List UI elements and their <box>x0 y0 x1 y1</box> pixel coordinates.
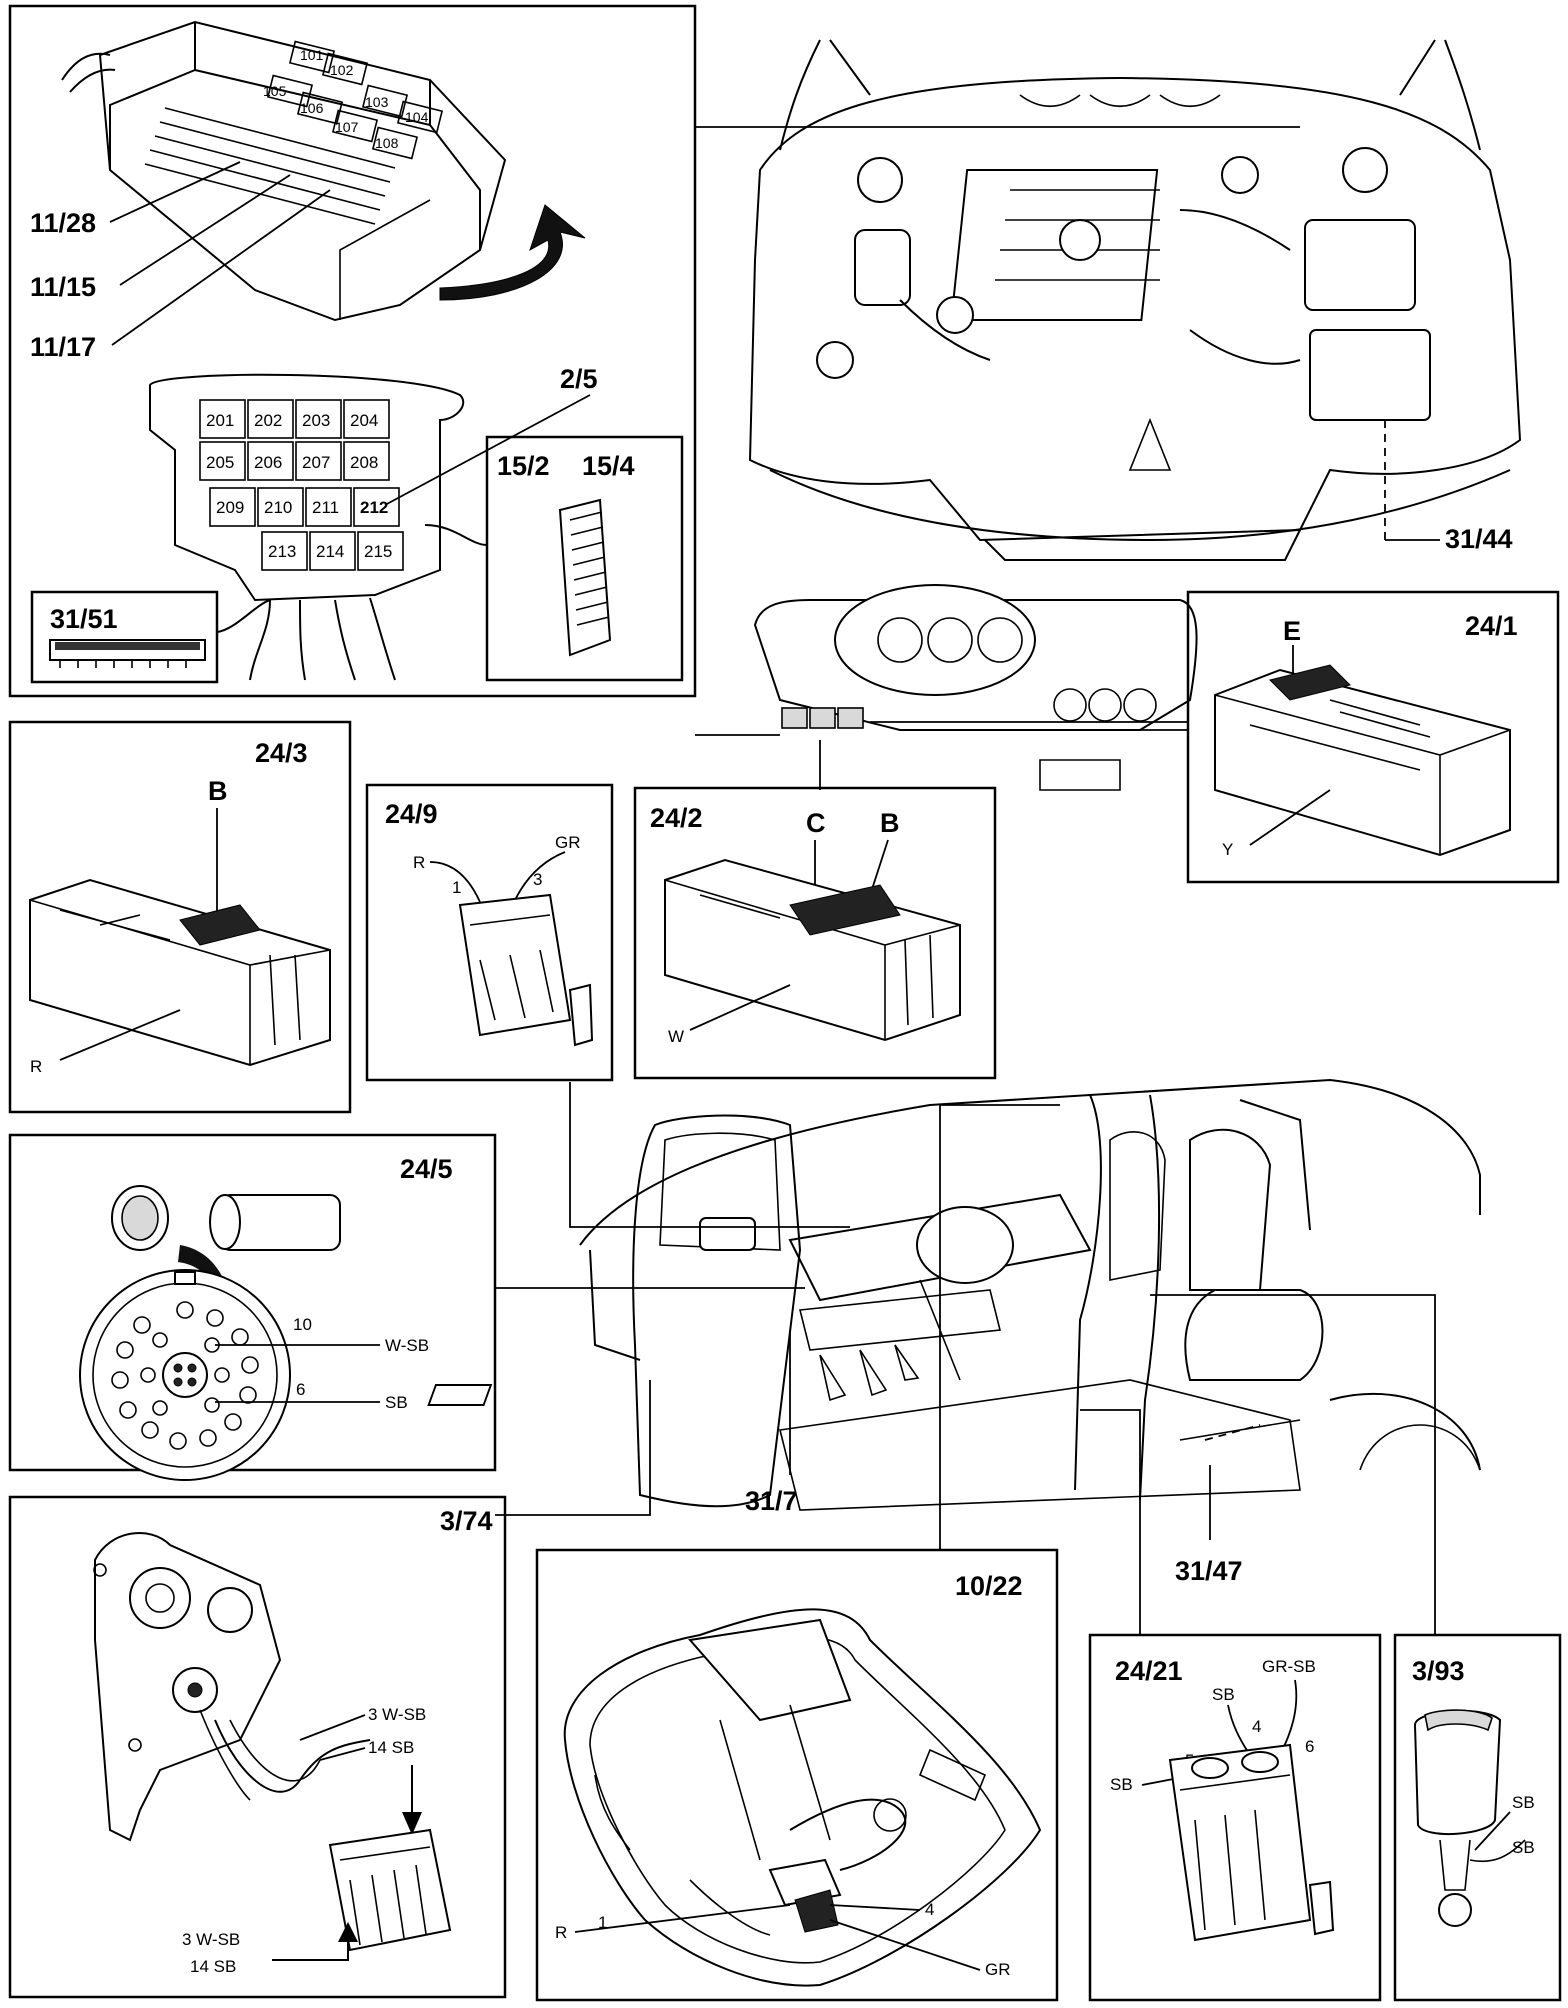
label-31-44: 31/44 <box>1445 524 1513 554</box>
panel-connector-24-21: 24/21 GR-SB SB 4 6 5 SB <box>1088 1633 1382 2002</box>
cavity-letter-b-24-3: B <box>208 776 228 806</box>
wire-sb-b: SB <box>1512 1838 1535 1857</box>
lead-3-w-sb: 3 W-SB <box>368 1705 426 1724</box>
wire-sb-a: SB <box>1512 1793 1535 1812</box>
label-24-21: 24/21 <box>1115 1656 1183 1686</box>
cavity-letter-e: E <box>1283 616 1301 646</box>
housing-color-r: R <box>30 1057 42 1076</box>
relay-209: 209 <box>216 498 244 517</box>
pin-6-label: 6 <box>296 1380 305 1399</box>
label-31-51: 31/51 <box>50 604 118 634</box>
bottom-14-sb: 14 SB <box>190 1957 236 1976</box>
pin-6-color: SB <box>385 1393 408 1412</box>
fuse-strip <box>144 107 396 225</box>
leader-lines: 3/74 31/7 31/47 <box>440 1082 1436 1635</box>
wire-sb-left: SB <box>1110 1775 1133 1794</box>
label-2-5: 2/5 <box>560 364 598 394</box>
label-24-9: 24/9 <box>385 799 438 829</box>
relay-104: 104 <box>405 109 429 125</box>
relay-206: 206 <box>254 453 282 472</box>
relay-106: 106 <box>300 100 324 116</box>
pin-1-24-9: 1 <box>452 878 461 897</box>
housing-color-y: Y <box>1222 840 1233 859</box>
panel-buckle-3-93: 3/93 SB SB <box>1393 1633 1562 2002</box>
relay-213: 213 <box>268 542 296 561</box>
lead-14-sb: 14 SB <box>368 1738 414 1757</box>
panel-switch-3-74: 3 W-SB 14 SB 3 W-SB 14 SB <box>8 1495 507 1999</box>
label-11-28: 11/28 <box>30 208 96 238</box>
relay-203: 203 <box>302 411 330 430</box>
cavity-letter-b-24-2: B <box>880 808 900 838</box>
panel-connector-24-5: 24/5 <box>8 1133 497 1481</box>
wire-color-gr-10-22: GR <box>985 1960 1011 1979</box>
relay-108: 108 <box>375 135 399 151</box>
relay-102: 102 <box>330 62 354 78</box>
label-31-7: 31/7 <box>745 1486 798 1516</box>
relay-204: 204 <box>350 411 378 430</box>
pin-10-color: W-SB <box>385 1336 429 1355</box>
relay-103: 103 <box>365 94 389 110</box>
relay-105: 105 <box>263 83 287 99</box>
label-15-2: 15/2 <box>497 451 550 481</box>
relay-205: 205 <box>206 453 234 472</box>
label-24-2: 24/2 <box>650 803 703 833</box>
wire-sb-top: SB <box>1212 1685 1235 1704</box>
relay-207: 207 <box>302 453 330 472</box>
relay-202: 202 <box>254 411 282 430</box>
panel-connector-24-2: 24/2 C B W <box>633 786 997 1080</box>
label-10-22: 10/22 <box>955 1571 1023 1601</box>
panel-fuse-relay-box: 101 102 103 104 105 106 107 108 11/28 11… <box>8 4 697 698</box>
panel-seat-10-22: 10/22 R 1 4 GR <box>535 1548 1059 2002</box>
pin-3-24-9: 3 <box>533 870 542 889</box>
label-11-15: 11/15 <box>30 272 96 302</box>
panel-connector-24-9: 24/9 R GR 1 3 <box>365 783 614 1082</box>
wire-color-gr-24-9: GR <box>555 833 581 852</box>
car-interior-view <box>427 1078 1481 1511</box>
relay-214: 214 <box>316 542 344 561</box>
label-11-17: 11/17 <box>30 332 96 362</box>
pin-ring <box>111 1301 259 1450</box>
pin-4-24-21: 4 <box>1252 1717 1261 1736</box>
housing-color-w: W <box>668 1027 684 1046</box>
label-3-93: 3/93 <box>1412 1656 1465 1686</box>
label-24-5: 24/5 <box>400 1154 453 1184</box>
cavity-letter-c: C <box>806 808 826 838</box>
relay-208: 208 <box>350 453 378 472</box>
relay-212: 212 <box>360 498 388 517</box>
bottom-3-w-sb: 3 W-SB <box>182 1930 240 1949</box>
relay-201: 201 <box>206 411 234 430</box>
label-3-74: 3/74 <box>440 1506 493 1536</box>
relay-210: 210 <box>264 498 292 517</box>
relay-101: 101 <box>300 47 324 63</box>
wire-color-r-24-9: R <box>413 853 425 872</box>
relay-107: 107 <box>335 119 359 135</box>
relay-215: 215 <box>364 542 392 561</box>
wire-color-r-10-22: R <box>555 1923 567 1942</box>
label-31-47: 31/47 <box>1175 1556 1243 1586</box>
label-15-4: 15/4 <box>582 451 635 481</box>
label-24-1: 24/1 <box>1465 611 1518 641</box>
panel-connector-24-1: 24/1 E Y <box>1186 590 1560 884</box>
pin-6-24-21: 6 <box>1305 1737 1314 1756</box>
dashboard-view <box>695 584 1198 791</box>
engine-bay-view: 31/44 <box>695 39 1522 561</box>
wire-gr-sb: GR-SB <box>1262 1657 1316 1676</box>
pin-4-10-22: 4 <box>925 1900 934 1919</box>
pin-1-10-22: 1 <box>598 1913 607 1932</box>
relay-211: 211 <box>312 498 339 517</box>
label-24-3: 24/3 <box>255 738 308 768</box>
pin-10-label: 10 <box>293 1315 312 1334</box>
panel-connector-24-3: 24/3 B R <box>8 720 352 1114</box>
